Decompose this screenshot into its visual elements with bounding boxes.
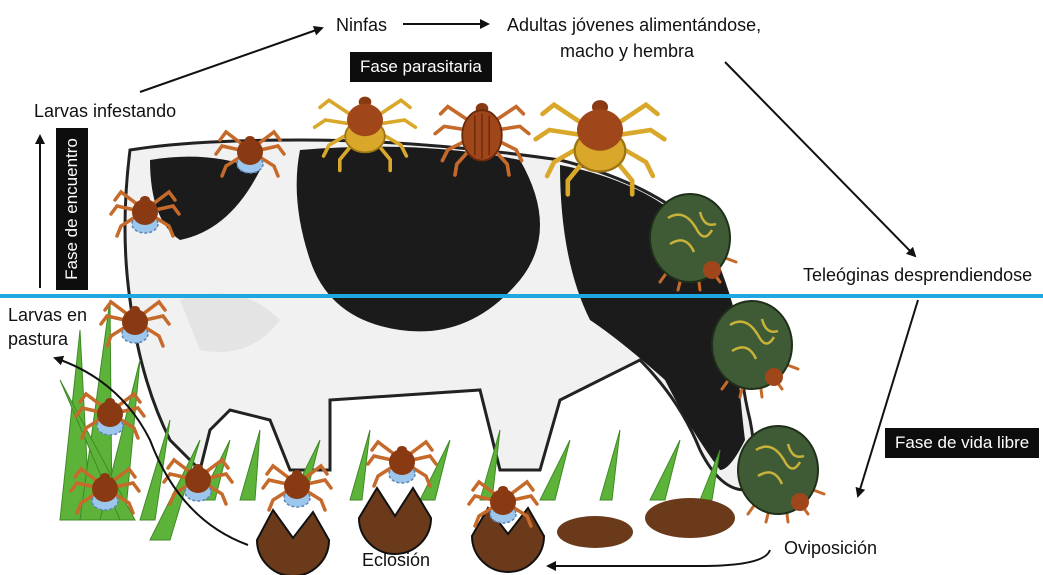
label-larvae-pasture-1: Larvas en	[8, 304, 87, 326]
phase-parasitic-badge: Fase parasitaria	[350, 52, 492, 82]
egg-masses	[557, 498, 735, 548]
label-young-adults-1: Adultas jóvenes alimentándose,	[507, 14, 761, 36]
arrow-to-engorged	[725, 62, 915, 256]
arrow-to-oviposition	[858, 300, 918, 496]
label-hatching: Eclosión	[362, 549, 430, 571]
label-nymphs: Ninfas	[336, 14, 387, 36]
phase-free-living-badge: Fase de vida libre	[885, 428, 1039, 458]
label-young-adults-2: macho y hembra	[560, 40, 694, 62]
arrow-to-nymphs	[140, 28, 322, 92]
phase-encounter-badge: Fase de encuentro	[56, 128, 88, 290]
label-larvae-pasture-2: pastura	[8, 328, 68, 350]
phase-encounter-label: Fase de encuentro	[62, 138, 82, 280]
arrow-to-hatching	[548, 550, 770, 566]
cow-illustration	[125, 140, 754, 490]
label-larvae-infesting: Larvas infestando	[34, 100, 176, 122]
label-engorged-detaching: Teleóginas desprendiendose	[803, 264, 1032, 286]
label-oviposition: Oviposición	[784, 537, 877, 559]
